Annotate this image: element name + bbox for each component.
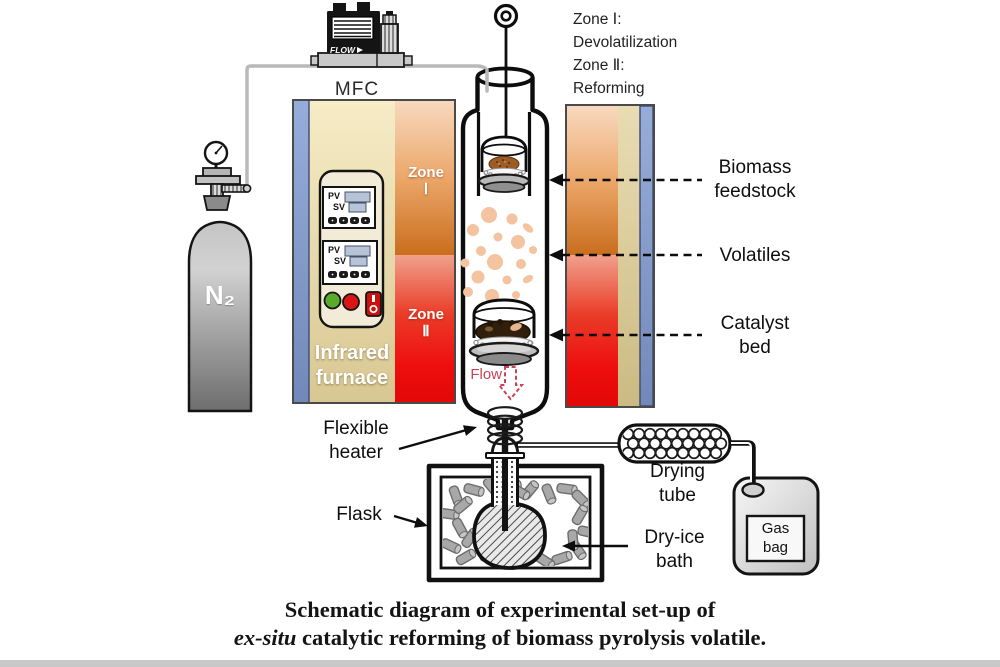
caption-ex-situ: ex-situ	[233, 625, 297, 650]
power-switch-icon	[365, 291, 382, 317]
furnace-zone1-label: Zone Ⅰ	[408, 164, 444, 198]
mfc-label: MFC	[334, 79, 380, 100]
bag-port	[741, 482, 765, 498]
caption-line-1: Schematic diagram of experimental set-up…	[284, 597, 716, 622]
infrared-furnace-label: Infrared furnace	[314, 342, 390, 389]
drying-tube-callout: Drying tube	[650, 461, 705, 506]
catalyst-bed-callout: Catalyst bed	[720, 313, 790, 358]
sv-label-2: SV	[334, 256, 347, 266]
catalyst-bed-assembly	[468, 298, 540, 366]
flask-bulb	[472, 502, 547, 570]
flexible-heater-coil	[486, 406, 524, 446]
callout-lines	[393, 173, 702, 552]
desiccant-beads	[621, 427, 728, 460]
mfc-filter-cap	[382, 14, 397, 25]
drying-tube	[617, 423, 732, 464]
start-button-icon	[323, 291, 342, 310]
zone2-note: Zone Ⅱ: Reforming	[573, 57, 645, 97]
flask-neck	[485, 452, 525, 507]
n2-cylinder	[187, 140, 253, 413]
volatiles-callout: Volatiles	[719, 245, 791, 266]
gas-bag-label-plate	[745, 514, 806, 563]
flow-arrow-icon	[496, 366, 525, 401]
flask-callout: Flask	[336, 504, 382, 525]
mass-flow-controller	[310, 2, 413, 68]
gas-bag-label: Gas bag	[761, 520, 790, 556]
quartz-reactor-tube	[460, 3, 550, 431]
stop-button-icon	[342, 293, 360, 311]
caption-line-2: ex-situ catalytic reforming of biomass p…	[0, 624, 1000, 651]
mfc-flow-display-text: FLOW	[330, 45, 356, 55]
temperature-controller	[318, 169, 385, 329]
dry-ice-bath-callout: Dry-ice bath	[644, 527, 705, 572]
caption-line-2-rest: catalytic reforming of biomass pyrolysis…	[296, 625, 767, 650]
valve-body	[210, 183, 224, 198]
flexible-heater-callout: Flexible heater	[323, 418, 389, 463]
n2-cylinder-label: N₂	[204, 280, 236, 310]
pv-label-1: PV	[328, 191, 341, 201]
flow-direction-label: Flow	[470, 366, 502, 383]
gas-bag	[729, 440, 820, 576]
bottom-border-strip	[0, 660, 1000, 667]
furnace-zone2-label: Zone Ⅱ	[408, 306, 444, 340]
pv-label-2: PV	[328, 245, 341, 255]
flow-arrow-right-icon	[357, 47, 364, 54]
volatile-bubbles	[460, 207, 537, 303]
mfc-filter-cylinder	[380, 23, 399, 54]
biomass-basket	[477, 135, 531, 193]
biomass-feedstock-callout: Biomass feedstock	[714, 157, 796, 202]
valve-handle	[221, 184, 247, 193]
sv-label-1: SV	[333, 202, 346, 212]
callout-line-flexible-heater	[398, 427, 471, 451]
downstream-train	[426, 406, 820, 583]
zone1-note: Zone Ⅰ: Devolatilization	[573, 11, 678, 51]
mfc-flow-display: FLOW	[330, 45, 364, 55]
